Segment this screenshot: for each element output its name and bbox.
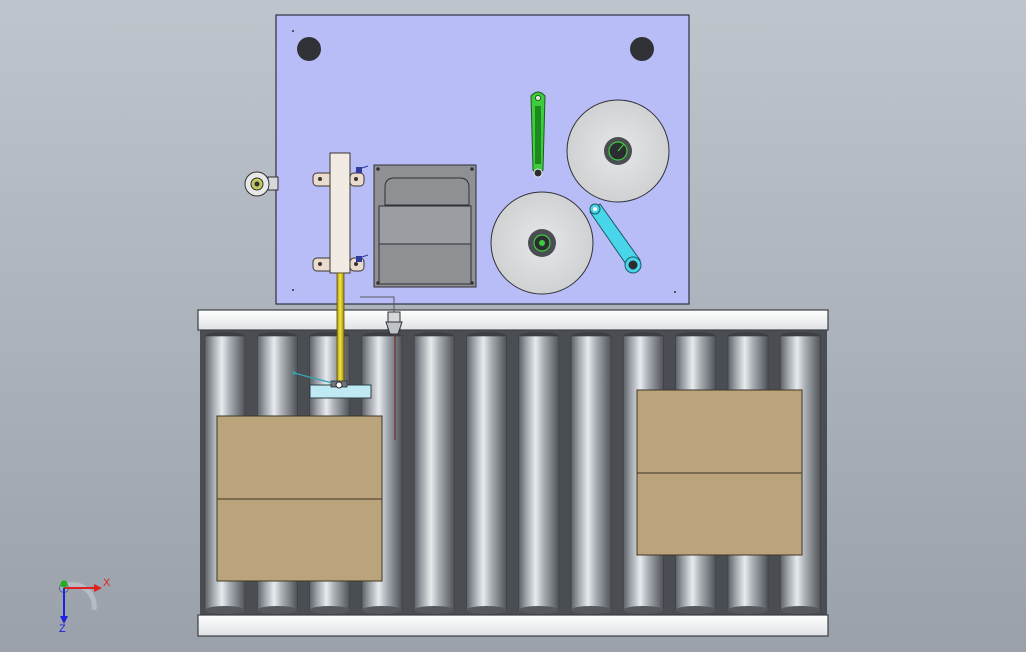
- conveyor-roller[interactable]: [518, 335, 560, 611]
- label-roll-small[interactable]: [490, 191, 594, 295]
- conveyor-roller-cap: [675, 606, 716, 614]
- z-axis-label: Z: [59, 623, 66, 635]
- applicator-pad[interactable]: [292, 371, 372, 399]
- conveyor-roller[interactable]: [413, 335, 455, 611]
- yellow-rod[interactable]: [336, 272, 345, 384]
- sensor-bracket[interactable]: [360, 296, 403, 440]
- cardboard-box-right[interactable]: [636, 389, 803, 556]
- y-axis-dot: [60, 580, 68, 588]
- conveyor-roller-cap: [414, 606, 455, 614]
- conveyor-roller-cap: [361, 606, 402, 614]
- conveyor-roller-cap: [780, 606, 821, 614]
- label-roll-large[interactable]: [566, 99, 670, 203]
- cyan-tension-arm[interactable]: [589, 203, 642, 274]
- label-print-box[interactable]: [373, 164, 477, 288]
- mounting-hole-right[interactable]: [630, 37, 654, 61]
- conveyor-roller-cap: [309, 606, 350, 614]
- conveyor-roller-cap: [728, 606, 768, 614]
- conveyor-roller[interactable]: [570, 335, 612, 611]
- side-knob[interactable]: [244, 171, 279, 197]
- green-tension-arm[interactable]: [530, 91, 546, 178]
- conveyor-roller-cap: [466, 606, 507, 614]
- axis-triad: X Z: [59, 577, 111, 635]
- conveyor-roller-cap: [205, 606, 245, 614]
- conveyor-roller-cap: [623, 606, 664, 614]
- conveyor-roller-cap: [571, 606, 612, 614]
- conveyor-rail-top[interactable]: [197, 309, 829, 331]
- cardboard-box-left[interactable]: [216, 415, 383, 582]
- mounting-hole-left[interactable]: [297, 37, 321, 61]
- conveyor-roller[interactable]: [466, 335, 507, 611]
- conveyor-rail-bottom[interactable]: [197, 614, 829, 637]
- conveyor-roller-cap: [518, 606, 559, 614]
- conveyor-roller-cap: [257, 606, 298, 614]
- x-axis-label: X: [103, 577, 111, 589]
